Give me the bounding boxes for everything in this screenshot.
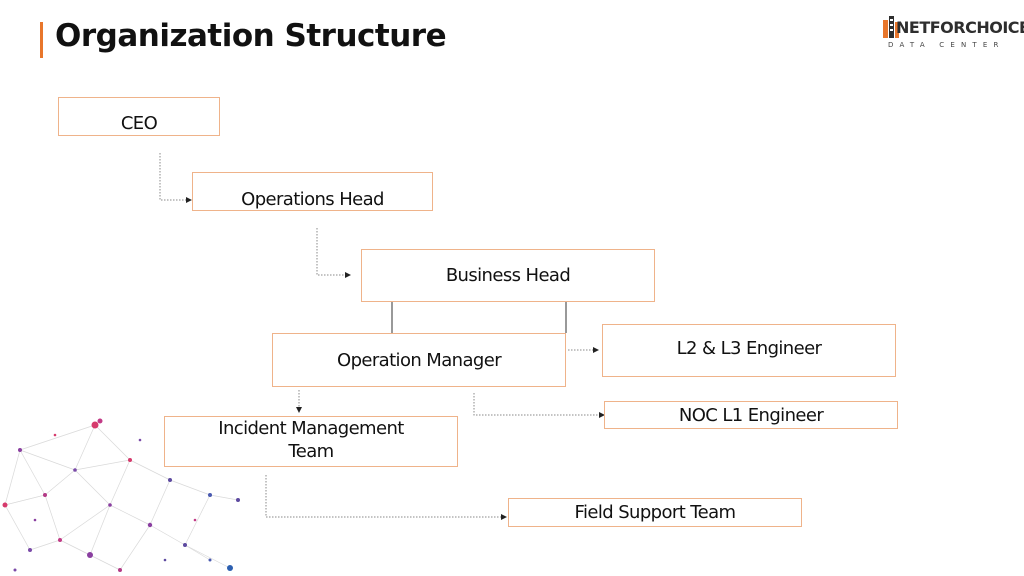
noc-l1-engineer-label: NOC L1 Engineer xyxy=(678,404,824,426)
ceo-label: CEO xyxy=(120,113,158,134)
ceo-to-operations-head-connector xyxy=(159,153,192,203)
field-support-team-label: Field Support Team xyxy=(574,502,737,523)
logo-wordmark: NETFORCHOICE xyxy=(896,18,1024,37)
l2-l3-engineer-box: L2 & L3 Engineer xyxy=(602,324,896,377)
operations-head-to-business-head-connector xyxy=(316,228,351,278)
field-support-team-box: Field Support Team xyxy=(508,498,802,527)
operation-manager-box: Operation Manager xyxy=(272,333,566,387)
operations-head-box: Operations Head xyxy=(192,172,433,211)
building-icon xyxy=(883,16,899,38)
network-decoration xyxy=(2,418,240,572)
incident-management-label-line2: Team xyxy=(288,441,334,462)
noc-l1-engineer-box: NOC L1 Engineer xyxy=(604,401,898,429)
incident-to-field-support-connector xyxy=(265,475,507,520)
incident-management-team-box: Incident Management Team xyxy=(164,416,458,467)
incident-management-label-line1: Incident Management xyxy=(218,418,404,439)
title-accent-bar xyxy=(40,22,43,58)
logo-tagline: DATA CENTER xyxy=(888,41,1005,49)
ceo-box: CEO xyxy=(58,97,220,136)
operation-manager-label: Operation Manager xyxy=(337,349,502,371)
business-head-box: Business Head xyxy=(361,249,655,302)
page-title: Organization Structure xyxy=(55,18,447,54)
l2-l3-engineer-label: L2 & L3 Engineer xyxy=(676,338,822,359)
company-logo: NETFORCHOICE DATA CENTER xyxy=(880,16,1024,56)
operations-head-label: Operations Head xyxy=(241,189,384,210)
operation-manager-to-noc-connector xyxy=(473,393,605,418)
business-head-label: Business Head xyxy=(445,265,571,286)
